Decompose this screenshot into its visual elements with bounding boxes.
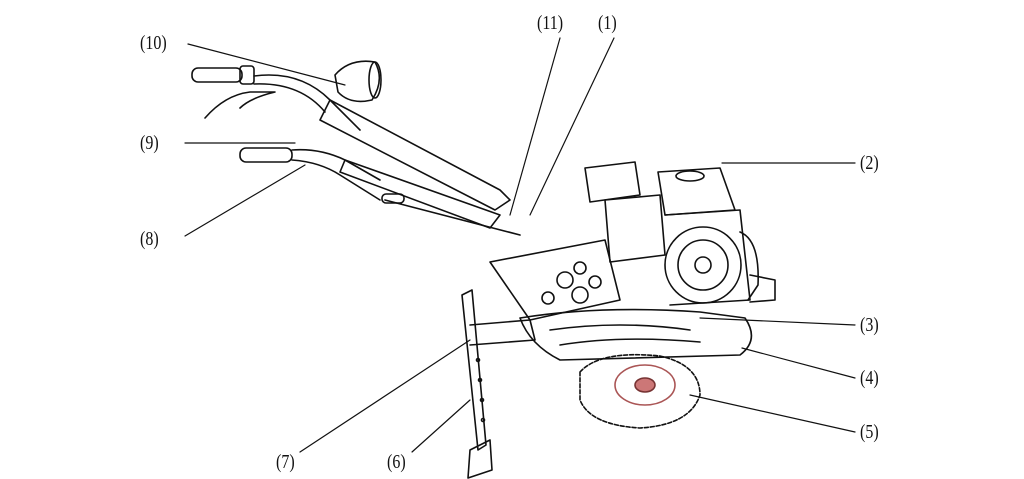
label-9: (9) bbox=[140, 132, 159, 154]
depth-rod bbox=[461, 289, 536, 479]
label-3: (3) bbox=[860, 314, 879, 336]
label-5: (5) bbox=[860, 421, 879, 443]
handlebar-assembly bbox=[191, 65, 521, 236]
gearbox bbox=[489, 239, 621, 321]
leader-lines bbox=[184, 37, 856, 453]
label-4: (4) bbox=[860, 367, 879, 389]
fender-shield bbox=[519, 308, 753, 361]
label-11: (11) bbox=[537, 12, 564, 34]
label-8: (8) bbox=[140, 228, 159, 250]
label-7: (7) bbox=[276, 451, 295, 473]
label-1: (1) bbox=[598, 12, 617, 34]
engine bbox=[584, 161, 776, 306]
label-6: (6) bbox=[387, 451, 406, 473]
label-2: (2) bbox=[860, 152, 879, 174]
headlamp bbox=[334, 60, 382, 103]
label-10: (10) bbox=[140, 32, 167, 54]
wheel bbox=[579, 353, 701, 429]
